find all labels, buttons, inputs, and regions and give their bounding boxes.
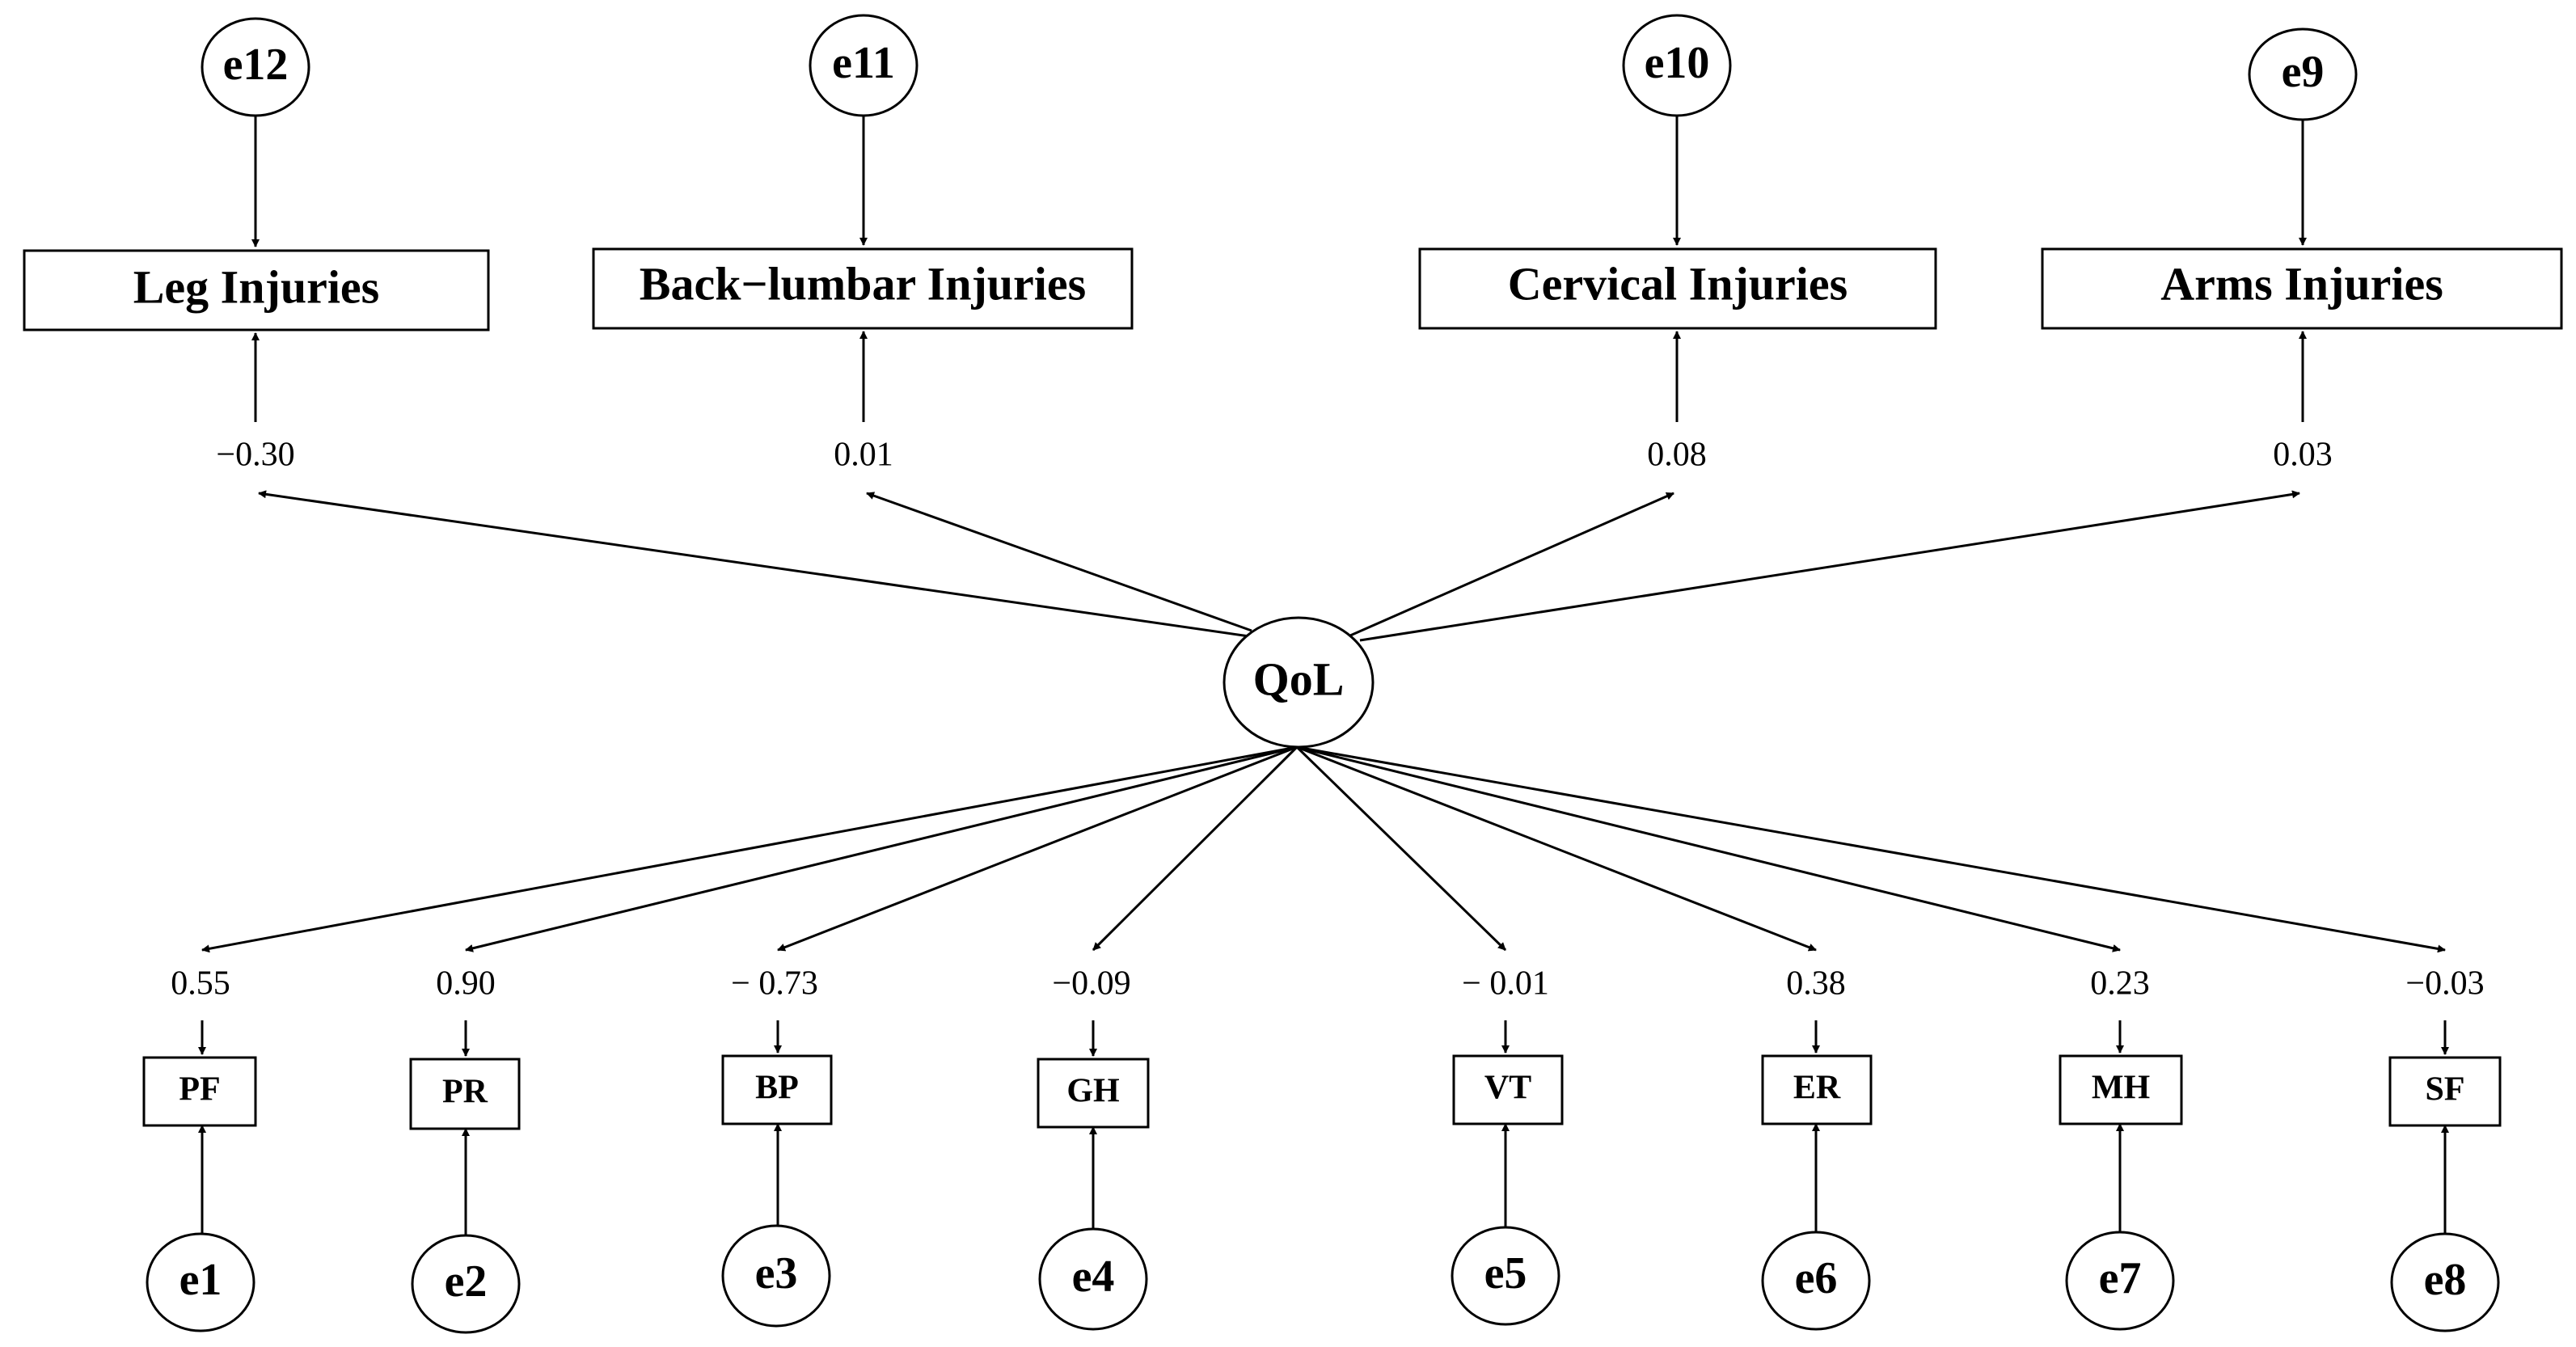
coef-leg-injuries: −0.30 bbox=[216, 437, 294, 474]
indicator-variables: PF PR BP GH VT ER MH SF bbox=[142, 1054, 2502, 1130]
arrow-qol-to-mh bbox=[1296, 745, 2121, 952]
indicator-label-bp: BP bbox=[755, 1070, 799, 1107]
coef-bp: − 0.73 bbox=[731, 965, 818, 1003]
error-node-e6: e6 bbox=[1761, 1231, 1871, 1331]
coef-er: 0.38 bbox=[1786, 965, 1846, 1003]
injury-label-back-lumbar: Back−lumbar Injuries bbox=[640, 257, 1086, 310]
coef-pf: 0.55 bbox=[171, 965, 230, 1003]
arrow-qol-to-gh bbox=[1092, 745, 1299, 952]
indicator-label-vt: VT bbox=[1484, 1070, 1531, 1107]
error-label-e3: e3 bbox=[755, 1248, 798, 1298]
indicator-label-gh: GH bbox=[1066, 1073, 1119, 1110]
indicator-box-pr: PR bbox=[409, 1058, 521, 1130]
indicator-label-pf: PF bbox=[179, 1071, 220, 1108]
injury-coefficients: −0.30 0.01 0.08 0.03 bbox=[216, 437, 2332, 474]
injury-label-cervical: Cervical Injuries bbox=[1508, 257, 1848, 310]
indicator-label-er: ER bbox=[1793, 1070, 1841, 1107]
error-node-e3: e3 bbox=[721, 1224, 831, 1328]
error-label-e1: e1 bbox=[179, 1255, 222, 1305]
arrow-qol-to-bp bbox=[777, 745, 1298, 952]
coef-mh: 0.23 bbox=[2090, 965, 2150, 1003]
error-label-e5: e5 bbox=[1484, 1248, 1527, 1298]
error-label-e12: e12 bbox=[223, 40, 289, 90]
injury-label-leg: Leg Injuries bbox=[133, 260, 380, 313]
indicator-coefficients: 0.55 0.90 − 0.73 −0.09 − 0.01 0.38 0.23 … bbox=[171, 965, 2484, 1003]
error-node-e4: e4 bbox=[1038, 1227, 1148, 1331]
coef-pr: 0.90 bbox=[436, 965, 496, 1003]
error-label-e4: e4 bbox=[1072, 1252, 1115, 1302]
error-label-e6: e6 bbox=[1795, 1253, 1838, 1303]
indicator-box-pf: PF bbox=[142, 1056, 257, 1127]
arrow-qol-to-back-lumbar-injuries bbox=[866, 492, 1252, 632]
arrow-qol-to-vt bbox=[1295, 745, 1507, 952]
injury-box-arms: Arms Injuries bbox=[2041, 247, 2563, 330]
indicator-box-bp: BP bbox=[721, 1054, 833, 1125]
error-node-e7: e7 bbox=[2065, 1231, 2175, 1331]
indicator-box-er: ER bbox=[1761, 1054, 1873, 1125]
indicator-label-mh: MH bbox=[2092, 1070, 2150, 1107]
arrows bbox=[198, 116, 2449, 1235]
indicator-error-terms: e1 e2 e3 e4 e5 e6 e7 e8 bbox=[146, 1224, 2500, 1334]
error-label-e8: e8 bbox=[2424, 1255, 2467, 1305]
arrow-qol-to-pf bbox=[201, 745, 1298, 953]
indicator-box-mh: MH bbox=[2059, 1054, 2183, 1125]
injury-box-leg: Leg Injuries bbox=[23, 249, 490, 331]
latent-node-qol: QoL bbox=[1223, 616, 1375, 749]
error-node-e5: e5 bbox=[1451, 1226, 1560, 1326]
error-node-e9: e9 bbox=[2248, 27, 2358, 121]
latent-label-qol: QoL bbox=[1253, 652, 1345, 705]
arrow-qol-to-arms-injuries bbox=[1359, 490, 2300, 642]
error-node-e10: e10 bbox=[1622, 14, 1732, 117]
error-node-e2: e2 bbox=[411, 1234, 521, 1334]
arrow-qol-to-er bbox=[1296, 745, 1817, 952]
coef-back-lumbar-injuries: 0.01 bbox=[834, 437, 893, 474]
error-label-e11: e11 bbox=[832, 38, 895, 88]
error-label-e9: e9 bbox=[2282, 47, 2325, 97]
indicator-box-vt: VT bbox=[1452, 1054, 1564, 1125]
indicator-box-gh: GH bbox=[1037, 1058, 1150, 1129]
arrow-qol-to-sf bbox=[1296, 745, 2446, 953]
indicator-box-sf: SF bbox=[2388, 1056, 2502, 1127]
error-node-e12: e12 bbox=[201, 17, 310, 117]
error-label-e2: e2 bbox=[445, 1256, 488, 1307]
coef-arms-injuries: 0.03 bbox=[2273, 437, 2333, 474]
error-node-e8: e8 bbox=[2390, 1232, 2500, 1332]
error-label-e10: e10 bbox=[1645, 38, 1710, 88]
injury-variables: Leg Injuries Back−lumbar Injuries Cervic… bbox=[23, 247, 2563, 331]
injury-box-back-lumbar: Back−lumbar Injuries bbox=[592, 247, 1134, 330]
coef-sf: −0.03 bbox=[2405, 965, 2484, 1003]
indicator-label-sf: SF bbox=[2425, 1071, 2464, 1108]
indicator-label-pr: PR bbox=[442, 1074, 488, 1111]
coef-vt: − 0.01 bbox=[1462, 965, 1549, 1003]
arrow-qol-to-cervical-injuries bbox=[1349, 492, 1674, 637]
coef-gh: −0.09 bbox=[1052, 965, 1130, 1003]
injury-label-arms: Arms Injuries bbox=[2160, 257, 2443, 310]
error-node-e1: e1 bbox=[146, 1232, 255, 1332]
arrow-qol-to-leg-injuries bbox=[258, 490, 1250, 638]
error-label-e7: e7 bbox=[2099, 1253, 2142, 1303]
injury-error-terms: e12 e11 e10 e9 bbox=[201, 14, 2358, 121]
coef-cervical-injuries: 0.08 bbox=[1647, 437, 1707, 474]
arrow-qol-to-pr bbox=[465, 745, 1298, 952]
error-node-e11: e11 bbox=[809, 14, 918, 117]
injury-box-cervical: Cervical Injuries bbox=[1418, 247, 1937, 330]
